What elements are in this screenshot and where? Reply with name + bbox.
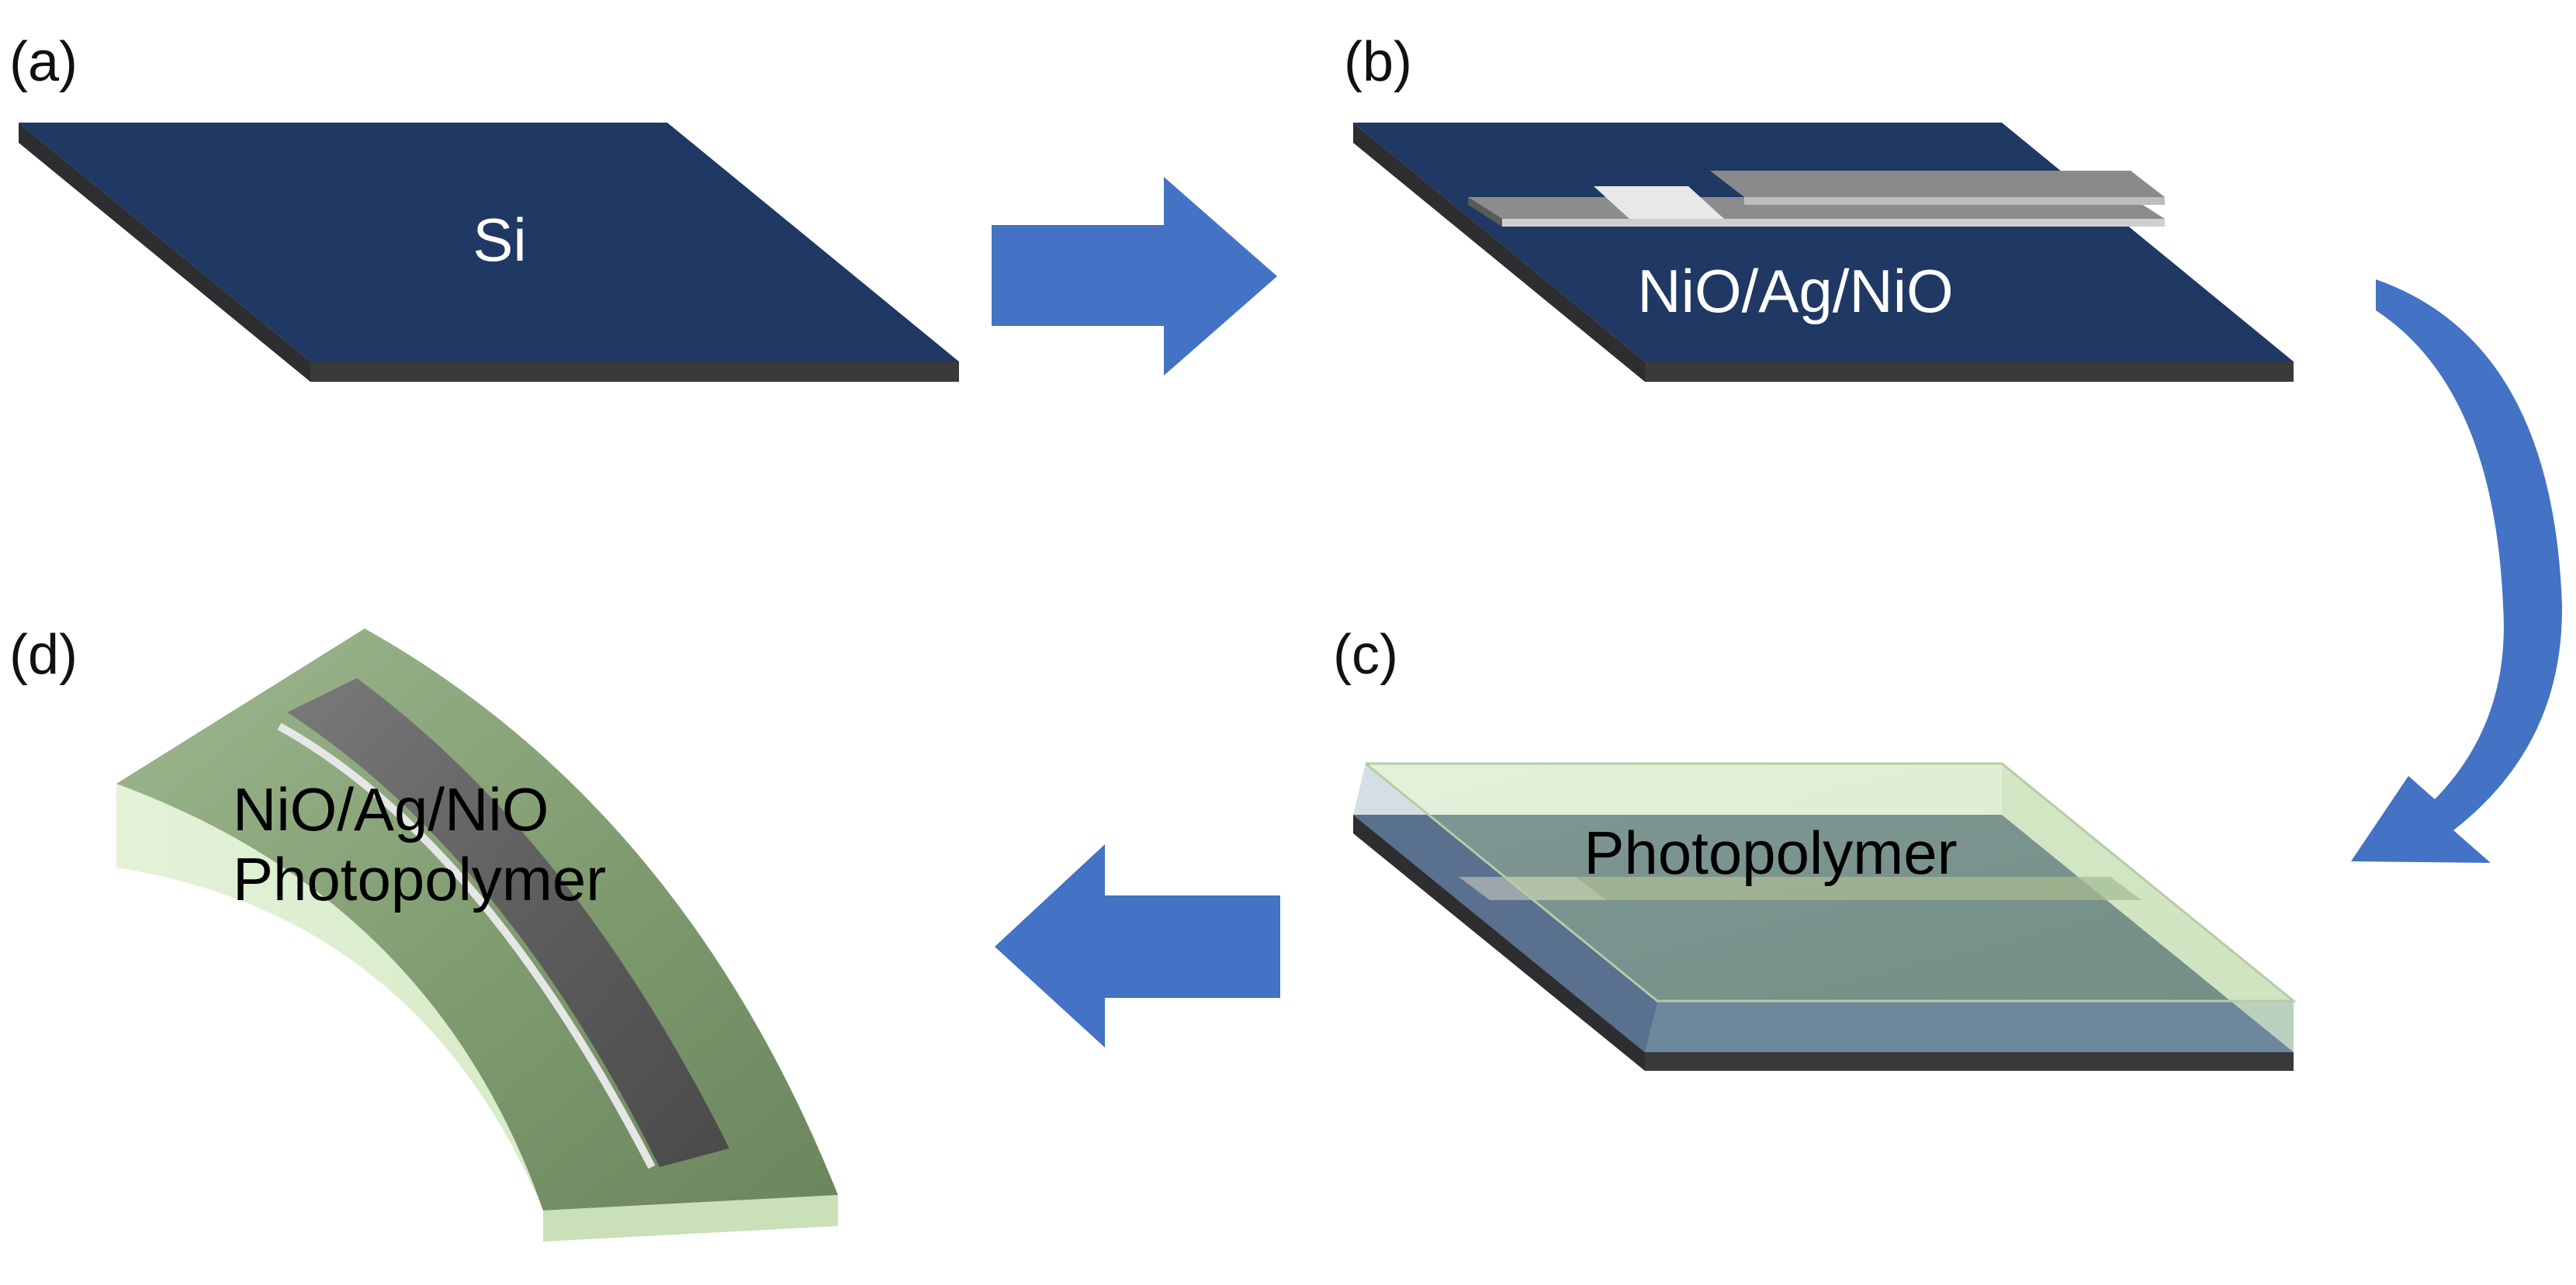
panel-c-label: (c) — [1333, 624, 1398, 686]
photopolymer-front-side — [1645, 1001, 2294, 1052]
curved-flexible-device — [116, 629, 838, 1242]
si-substrate-b — [1353, 123, 2294, 382]
panel-d: (d) NiO/Ag/NiO Photopolymer — [9, 624, 838, 1242]
panel-b: (b) NiO/Ag/NiO — [1344, 31, 2294, 382]
nio-ag-nio-label-b: NiO/Ag/NiO — [1637, 257, 1953, 325]
si-substrate — [19, 123, 959, 382]
nio-ag-nio-film — [1468, 171, 2165, 227]
panel-c: (c) Photopolymer — [1333, 624, 2297, 1071]
si-substrate-top — [19, 123, 959, 362]
substrate-b-front-edge — [1645, 362, 2294, 382]
film-raised-segment — [1710, 171, 2165, 197]
photopolymer-right-side — [2002, 764, 2294, 1052]
curved-arrow-down-icon — [2351, 279, 2563, 863]
substrate-c-front-edge — [1645, 1052, 2294, 1071]
panel-d-label: (d) — [9, 624, 78, 686]
substrate-b-left-edge — [1353, 123, 1645, 382]
si-label: Si — [473, 206, 526, 274]
film-raised-edge — [1744, 197, 2165, 205]
panel-a: (a) Si — [9, 31, 959, 382]
nio-ag-nio-strip — [287, 678, 729, 1167]
panel-b-label: (b) — [1344, 31, 1412, 93]
photopolymer-label-d: Photopolymer — [233, 845, 606, 913]
film-front-edge — [1502, 219, 2165, 227]
arrow-right-icon — [992, 177, 1277, 376]
nio-ag-nio-label-d: NiO/Ag/NiO — [233, 775, 549, 843]
curved-substrate-top — [116, 629, 838, 1211]
ag-exposed-segment — [1594, 186, 1724, 219]
curved-substrate-front — [543, 1195, 838, 1242]
si-substrate-front-edge — [310, 362, 959, 382]
photopolymer-label-c: Photopolymer — [1584, 819, 1957, 887]
strip-highlight — [277, 722, 656, 1169]
substrate-c-left-edge — [1353, 815, 1645, 1071]
photopolymer-outline — [1365, 762, 2297, 1003]
photopolymer-left-side — [1353, 764, 1657, 1052]
coated-substrate — [1353, 762, 2297, 1071]
film-left-edge — [1468, 197, 1502, 227]
panel-a-label: (a) — [9, 31, 78, 93]
si-substrate-left-edge — [19, 123, 310, 382]
arrow-left-icon — [995, 844, 1280, 1048]
